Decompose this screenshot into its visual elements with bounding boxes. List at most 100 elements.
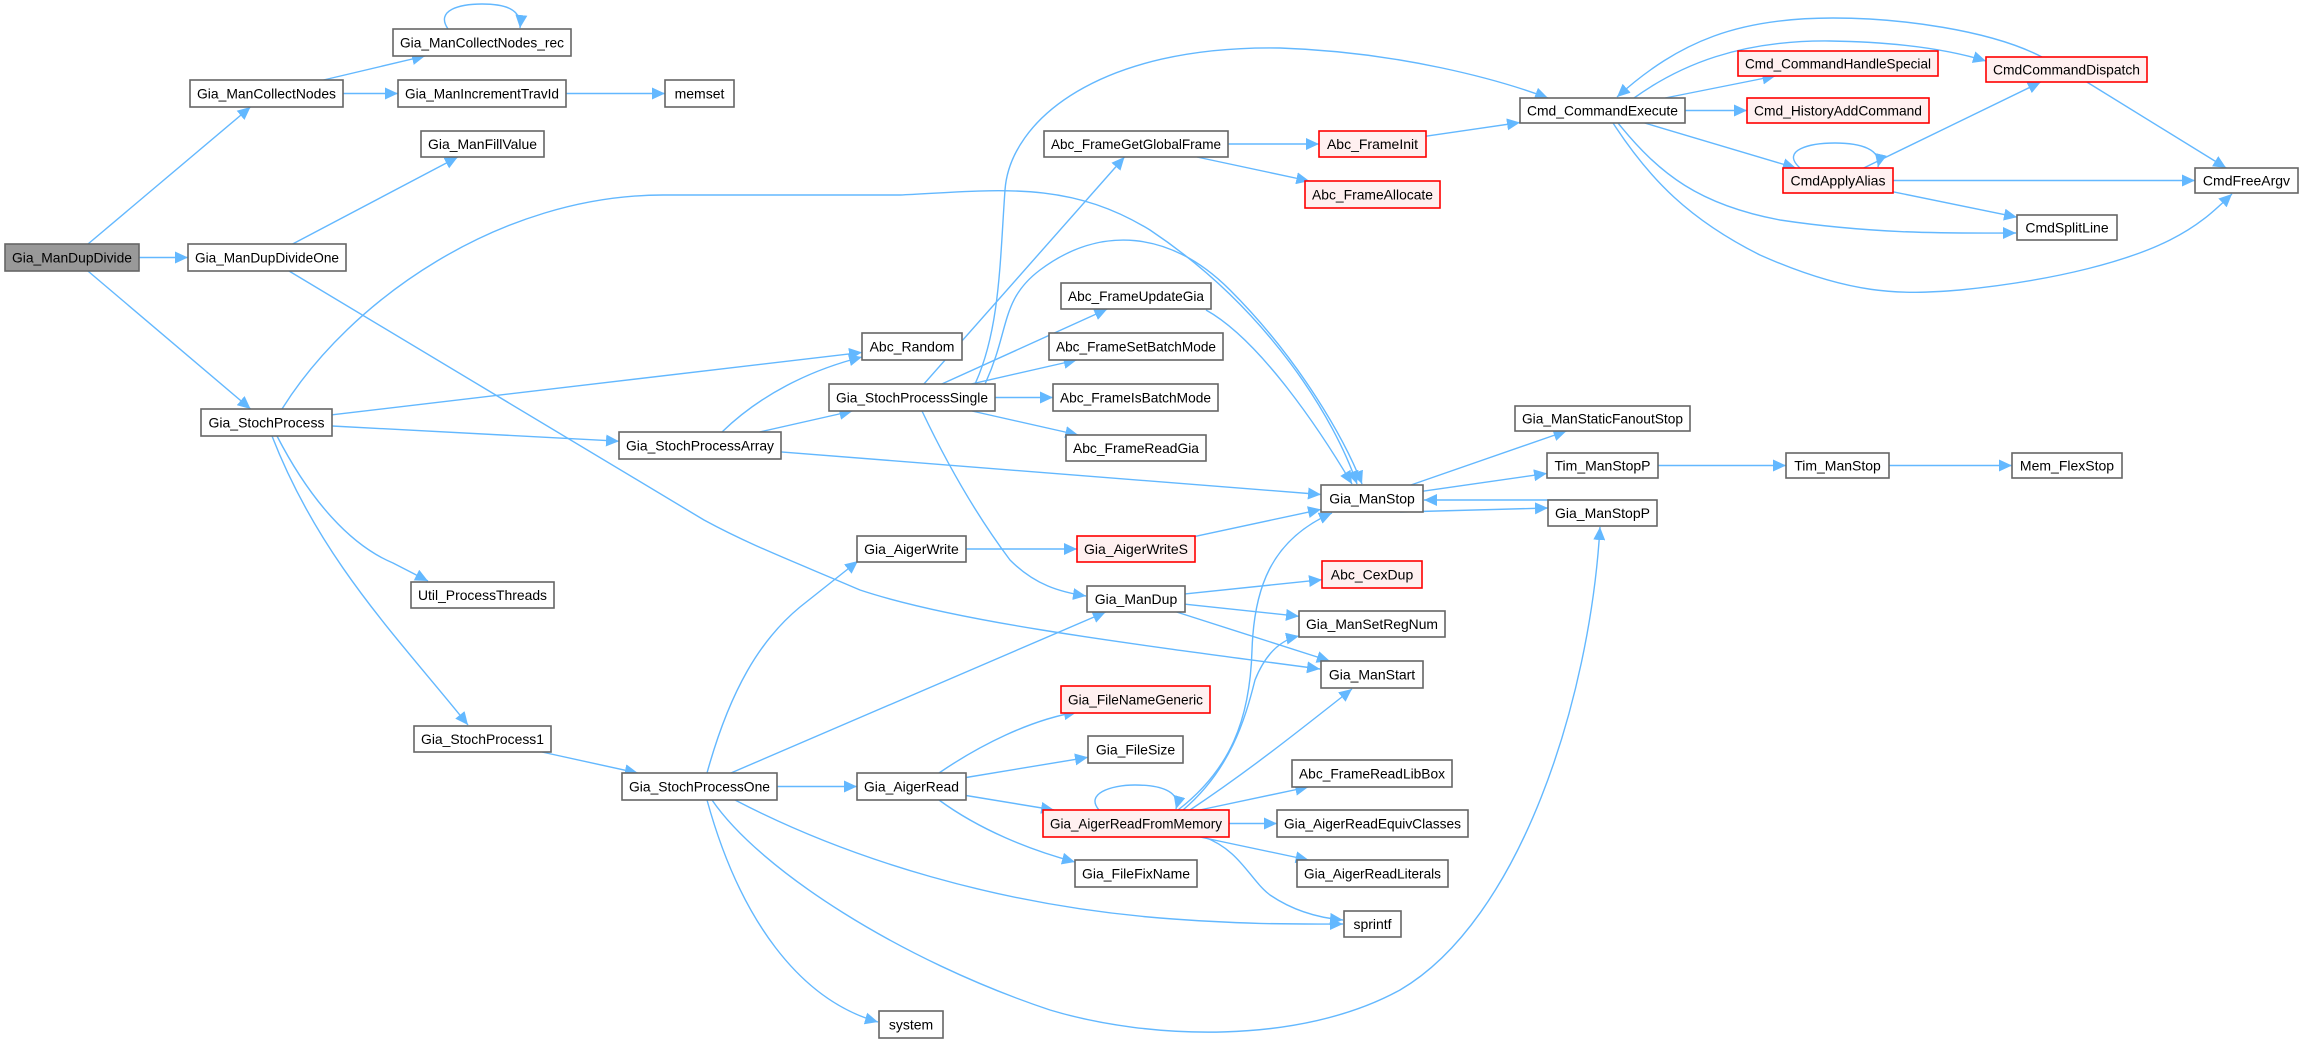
- node-tim-manstop[interactable]: Tim_ManStop: [1785, 452, 1890, 479]
- node-box[interactable]: [1318, 130, 1427, 158]
- node-abc-frameupdategia[interactable]: Abc_FrameUpdateGia: [1060, 282, 1212, 310]
- node-box[interactable]: [410, 581, 555, 609]
- node-box[interactable]: [2016, 214, 2118, 241]
- node-box[interactable]: [861, 332, 963, 361]
- node-gia-manstart[interactable]: Gia_ManStart: [1320, 660, 1424, 689]
- node-gia-manfillvalue[interactable]: Gia_ManFillValue: [420, 130, 545, 158]
- node-box[interactable]: [1320, 484, 1424, 513]
- node-box[interactable]: [878, 1010, 944, 1039]
- node-box[interactable]: [618, 431, 782, 460]
- node-box[interactable]: [1048, 332, 1224, 361]
- node-box[interactable]: [1985, 56, 2148, 83]
- node-abc-frameisbatchmode[interactable]: Abc_FrameIsBatchMode: [1052, 383, 1219, 412]
- node-gia-mansetregnum[interactable]: Gia_ManSetRegNum: [1298, 610, 1446, 638]
- node-sprintf[interactable]: sprintf: [1343, 910, 1402, 938]
- node-gia-mancollectnodes[interactable]: Gia_ManCollectNodes: [189, 79, 344, 108]
- node-box[interactable]: [1086, 585, 1186, 613]
- node-tim-manstopp[interactable]: Tim_ManStopP: [1546, 452, 1659, 479]
- node-util-processthreads[interactable]: Util_ProcessThreads: [410, 581, 555, 609]
- node-box[interactable]: [413, 725, 552, 753]
- node-cmd-historyaddcommand[interactable]: Cmd_HistoryAddCommand: [1746, 97, 1930, 124]
- node-box[interactable]: [1320, 660, 1424, 689]
- node-gia-aigerreadfrommemory[interactable]: Gia_AigerReadFromMemory: [1042, 809, 1230, 838]
- node-cmdcommanddispatch[interactable]: CmdCommandDispatch: [1985, 56, 2148, 83]
- node-box[interactable]: [1514, 405, 1691, 432]
- node-gia-manincrementtravid[interactable]: Gia_ManIncrementTravId: [397, 79, 567, 108]
- node-abc-framereadlibbox[interactable]: Abc_FrameReadLibBox: [1291, 759, 1453, 788]
- node-gia-filenamegeneric[interactable]: Gia_FileNameGeneric: [1060, 685, 1211, 714]
- node-box[interactable]: [1276, 809, 1469, 838]
- node-gia-mancollectnodes-rec[interactable]: Gia_ManCollectNodes_rec: [392, 28, 572, 57]
- node-gia-aigerreadliterals[interactable]: Gia_AigerReadLiterals: [1296, 859, 1449, 888]
- node-box[interactable]: [392, 28, 572, 57]
- node-gia-aigerreadequivclasses[interactable]: Gia_AigerReadEquivClasses: [1276, 809, 1469, 838]
- node-box[interactable]: [1042, 809, 1230, 838]
- node-box[interactable]: [420, 130, 545, 158]
- node-abc-framegetglobalframe[interactable]: Abc_FrameGetGlobalFrame: [1043, 130, 1229, 158]
- node-gia-mandupdivide[interactable]: Gia_ManDupDivide: [4, 243, 140, 272]
- node-cmdsplitline[interactable]: CmdSplitLine: [2016, 214, 2118, 241]
- node-box[interactable]: [1291, 759, 1453, 788]
- node-box[interactable]: [1043, 130, 1229, 158]
- node-box[interactable]: [1060, 282, 1212, 310]
- node-box[interactable]: [1052, 383, 1219, 412]
- node-system[interactable]: system: [878, 1010, 944, 1039]
- node-box[interactable]: [1782, 167, 1894, 194]
- node-gia-filefixname[interactable]: Gia_FileFixName: [1074, 859, 1198, 888]
- node-abc-frameallocate[interactable]: Abc_FrameAllocate: [1304, 180, 1441, 209]
- node-box[interactable]: [2011, 452, 2123, 479]
- node-box[interactable]: [1298, 610, 1446, 638]
- node-box[interactable]: [1060, 685, 1211, 714]
- node-cmdapplyalias[interactable]: CmdApplyAlias: [1782, 167, 1894, 194]
- node-memset[interactable]: memset: [664, 79, 735, 108]
- node-box[interactable]: [856, 535, 967, 563]
- node-box[interactable]: [1343, 910, 1402, 938]
- node-cmdfreeargv[interactable]: CmdFreeArgv: [2194, 167, 2299, 194]
- node-cmd-commandexecute[interactable]: Cmd_CommandExecute: [1519, 97, 1686, 124]
- node-box[interactable]: [1074, 859, 1198, 888]
- node-box[interactable]: [1296, 859, 1449, 888]
- node-gia-manstopp[interactable]: Gia_ManStopP: [1547, 499, 1658, 527]
- node-box[interactable]: [1547, 499, 1658, 527]
- node-box[interactable]: [200, 408, 333, 437]
- node-gia-stochprocesssingle[interactable]: Gia_StochProcessSingle: [828, 383, 996, 412]
- node-gia-aigerwrites[interactable]: Gia_AigerWriteS: [1076, 535, 1196, 563]
- node-gia-stochprocessarray[interactable]: Gia_StochProcessArray: [618, 431, 782, 460]
- node-gia-mandupdivideone[interactable]: Gia_ManDupDivideOne: [187, 243, 347, 272]
- node-box[interactable]: [397, 79, 567, 108]
- node-abc-cexdup[interactable]: Abc_CexDup: [1321, 560, 1423, 589]
- node-box[interactable]: [1546, 452, 1659, 479]
- node-box[interactable]: [189, 79, 344, 108]
- node-abc-framereadgia[interactable]: Abc_FrameReadGia: [1065, 434, 1207, 462]
- node-box[interactable]: [621, 772, 778, 801]
- node-mem-flexstop[interactable]: Mem_FlexStop: [2011, 452, 2123, 479]
- node-abc-framesetbatchmode[interactable]: Abc_FrameSetBatchMode: [1048, 332, 1224, 361]
- node-abc-random[interactable]: Abc_Random: [861, 332, 963, 361]
- node-box[interactable]: [1304, 180, 1441, 209]
- node-box[interactable]: [1087, 735, 1184, 764]
- node-gia-aigerread[interactable]: Gia_AigerRead: [856, 772, 967, 801]
- node-box[interactable]: [856, 772, 967, 801]
- node-box[interactable]: [2194, 167, 2299, 194]
- node-box[interactable]: [1746, 97, 1930, 124]
- node-gia-filesize[interactable]: Gia_FileSize: [1087, 735, 1184, 764]
- node-gia-mandup[interactable]: Gia_ManDup: [1086, 585, 1186, 613]
- node-box[interactable]: [1519, 97, 1686, 124]
- node-box[interactable]: [664, 79, 735, 108]
- node-box[interactable]: [1076, 535, 1196, 563]
- node-gia-stochprocess1[interactable]: Gia_StochProcess1: [413, 725, 552, 753]
- node-gia-manstaticfanoutstop[interactable]: Gia_ManStaticFanoutStop: [1514, 405, 1691, 432]
- node-cmd-commandhandlespecial[interactable]: Cmd_CommandHandleSpecial: [1737, 50, 1939, 77]
- node-gia-stochprocessone[interactable]: Gia_StochProcessOne: [621, 772, 778, 801]
- node-box[interactable]: [1065, 434, 1207, 462]
- node-gia-manstop[interactable]: Gia_ManStop: [1320, 484, 1424, 513]
- node-box[interactable]: [828, 383, 996, 412]
- node-gia-aigerwrite[interactable]: Gia_AigerWrite: [856, 535, 967, 563]
- node-box[interactable]: [1321, 560, 1423, 589]
- node-gia-stochprocess[interactable]: Gia_StochProcess: [200, 408, 333, 437]
- node-box[interactable]: [4, 243, 140, 272]
- node-abc-frameinit[interactable]: Abc_FrameInit: [1318, 130, 1427, 158]
- node-box[interactable]: [1785, 452, 1890, 479]
- node-box[interactable]: [1737, 50, 1939, 77]
- node-box[interactable]: [187, 243, 347, 272]
